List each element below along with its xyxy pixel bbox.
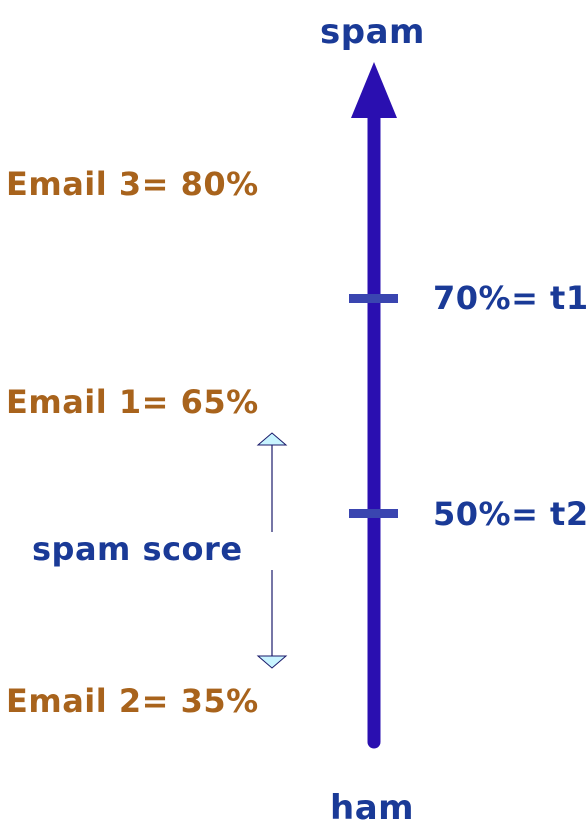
spam-score-label: spam score: [32, 530, 243, 568]
threshold-t1-label: 70%= t1: [433, 279, 588, 317]
axis-top-label-spam: spam: [320, 12, 425, 52]
score-down-arrow-head: [256, 655, 288, 669]
axis-bottom-label-ham: ham: [330, 788, 415, 828]
email-3-score-label: Email 3= 80%: [6, 165, 259, 203]
score-axis-arrowhead: [351, 62, 397, 118]
threshold-tick-t1: [349, 294, 398, 303]
threshold-t2-label: 50%= t2: [433, 495, 588, 533]
email-2-score-label: Email 2= 35%: [6, 682, 259, 720]
email-1-score-label: Email 1= 65%: [6, 383, 259, 421]
threshold-tick-t2: [349, 509, 398, 518]
score-up-arrow-head: [256, 432, 288, 446]
